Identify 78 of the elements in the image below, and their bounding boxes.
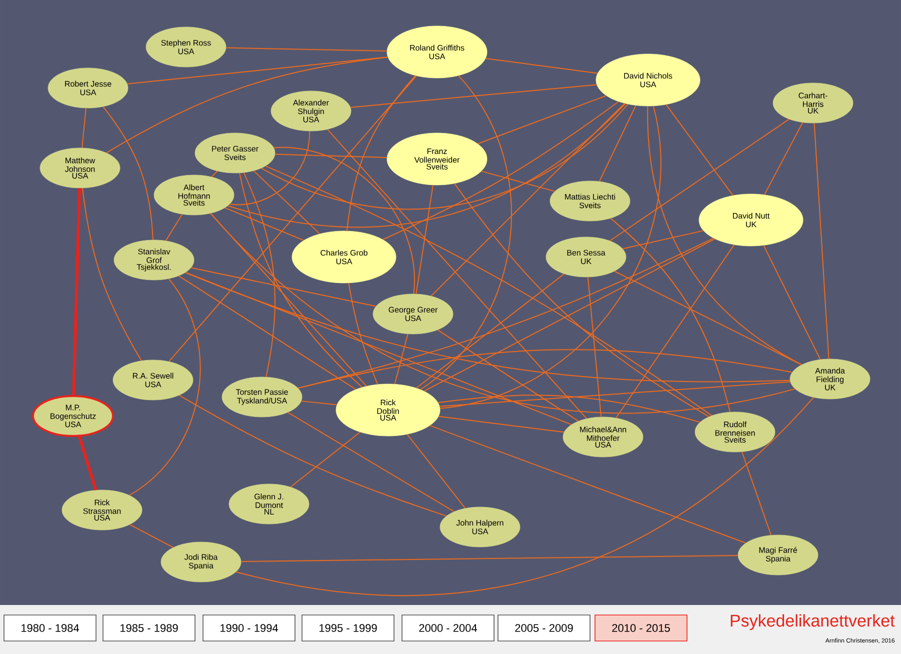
connection-line [610, 218, 730, 412]
connection-line [82, 108, 86, 148]
connection-line [184, 272, 790, 382]
connection-line [346, 75, 416, 232]
connection-line [741, 451, 772, 536]
connection-line [126, 56, 388, 84]
connection-line [106, 56, 388, 154]
connection-line [260, 104, 628, 210]
connection-line [440, 106, 662, 409]
connection-line [253, 170, 320, 234]
connection-line [190, 267, 376, 307]
connection-line [298, 349, 793, 389]
connection-line [300, 400, 338, 406]
connection-line [226, 47, 388, 52]
connection-line [814, 122, 830, 360]
connection-line [438, 394, 700, 423]
connection-line [350, 84, 598, 108]
connection-line [224, 207, 304, 241]
connection-line [240, 554, 738, 562]
connection-line [165, 214, 183, 242]
connection-line [239, 172, 363, 388]
connection-line [274, 154, 388, 158]
connection-line [430, 102, 626, 296]
connection-line [764, 122, 804, 196]
connection-line [439, 381, 791, 407]
connection-line [763, 244, 821, 360]
connection-line [287, 412, 455, 512]
connection-line [382, 101, 619, 240]
period-button: 2000 - 2004 [402, 614, 494, 642]
connection-line [406, 434, 466, 509]
connection-line [78, 436, 98, 490]
connection-line [265, 166, 712, 416]
connection-line [587, 276, 602, 418]
period-button: 2005 - 2009 [498, 614, 590, 642]
title: Psykedelikanettverket [730, 614, 895, 630]
connection-line [168, 75, 417, 362]
connection-line [327, 128, 587, 420]
period-button: 1985 - 1989 [102, 614, 196, 642]
connection-line [128, 278, 201, 496]
connection-line [598, 104, 636, 182]
connection-line [416, 273, 565, 389]
connection-line [424, 238, 716, 392]
connection-line [348, 282, 378, 385]
connection-line [273, 147, 415, 294]
connection-line [243, 172, 276, 378]
connection-line [229, 130, 310, 206]
connection-line [614, 270, 802, 366]
connection-line [210, 212, 796, 414]
period-button: 2010 - 2015 [594, 614, 688, 642]
period-button: 1990 - 1994 [202, 614, 296, 642]
connection-line [454, 183, 710, 418]
connection-line [666, 104, 734, 196]
connection-line [72, 188, 81, 396]
connection-line [416, 184, 434, 294]
connection-line [429, 425, 746, 544]
period-button: 1980 - 1984 [4, 614, 96, 642]
connection-line [622, 230, 704, 250]
connection-line [227, 103, 626, 228]
connection-line [394, 334, 408, 385]
connection-line [185, 272, 572, 426]
connection-line [485, 58, 598, 74]
connection-line [211, 170, 218, 178]
connection-line [438, 416, 564, 433]
connection-line [616, 244, 735, 418]
connection-line [178, 275, 356, 390]
connection-line [290, 432, 360, 488]
connection-line [420, 75, 512, 390]
connection-line [129, 524, 174, 548]
connection-line [477, 95, 607, 144]
connection-line [437, 329, 579, 422]
connection-line [480, 170, 556, 192]
period-button: 1995 - 1999 [302, 614, 394, 642]
connection-line [178, 394, 447, 516]
connection-line [647, 106, 802, 366]
connection-line [236, 396, 814, 596]
connection-line [102, 106, 154, 240]
connection-line [82, 188, 142, 362]
connection-line [609, 118, 790, 242]
